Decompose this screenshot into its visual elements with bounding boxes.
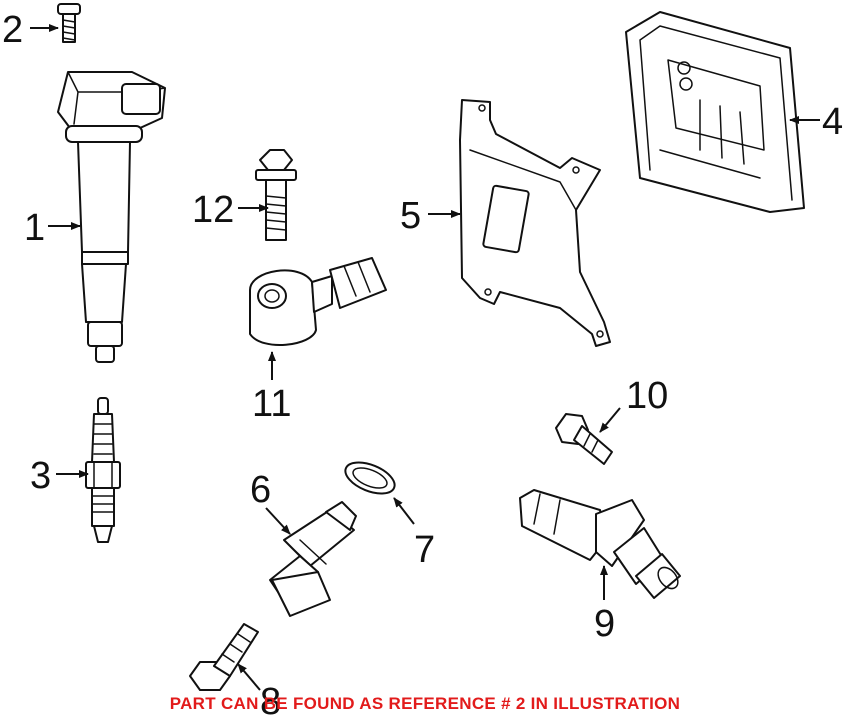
bolt-part-12 (255, 149, 297, 241)
spark-plug-part-3 (85, 397, 121, 543)
callout-2: 2 (2, 9, 23, 51)
leader-8 (237, 663, 261, 691)
knock-sensor-part-11 (249, 257, 387, 346)
bolt-part-10 (555, 413, 613, 465)
mounting-bracket-part-5 (459, 99, 611, 347)
callout-10: 10 (626, 375, 668, 417)
callout-12: 12 (192, 189, 234, 231)
seal-ring-part-7 (344, 461, 396, 495)
callout-11: 11 (252, 383, 291, 425)
bolt-part-8 (189, 623, 259, 691)
callout-8: 8 (260, 681, 281, 723)
callout-5: 5 (400, 195, 421, 237)
leader-lines (30, 24, 820, 691)
reference-note: PART CAN BE FOUND AS REFERENCE # 2 IN IL… (169, 694, 681, 713)
callout-4: 4 (822, 101, 843, 143)
callout-1: 1 (24, 207, 45, 249)
camshaft-sensor-part-9 (519, 489, 681, 599)
callout-9: 9 (594, 603, 615, 645)
callout-6: 6 (250, 469, 271, 511)
callout-7: 7 (414, 529, 435, 571)
bolt-part-2 (57, 3, 81, 43)
ignition-coil-part-1 (57, 71, 166, 363)
sensor-part-6 (269, 501, 357, 617)
callout-3: 3 (30, 455, 51, 497)
leader-10 (599, 407, 621, 433)
leader-7 (393, 497, 415, 525)
control-module-part-4 (625, 11, 805, 213)
callout-labels: 2 1 3 12 11 5 4 10 7 6 8 9 (2, 9, 843, 723)
leader-6 (265, 507, 291, 535)
